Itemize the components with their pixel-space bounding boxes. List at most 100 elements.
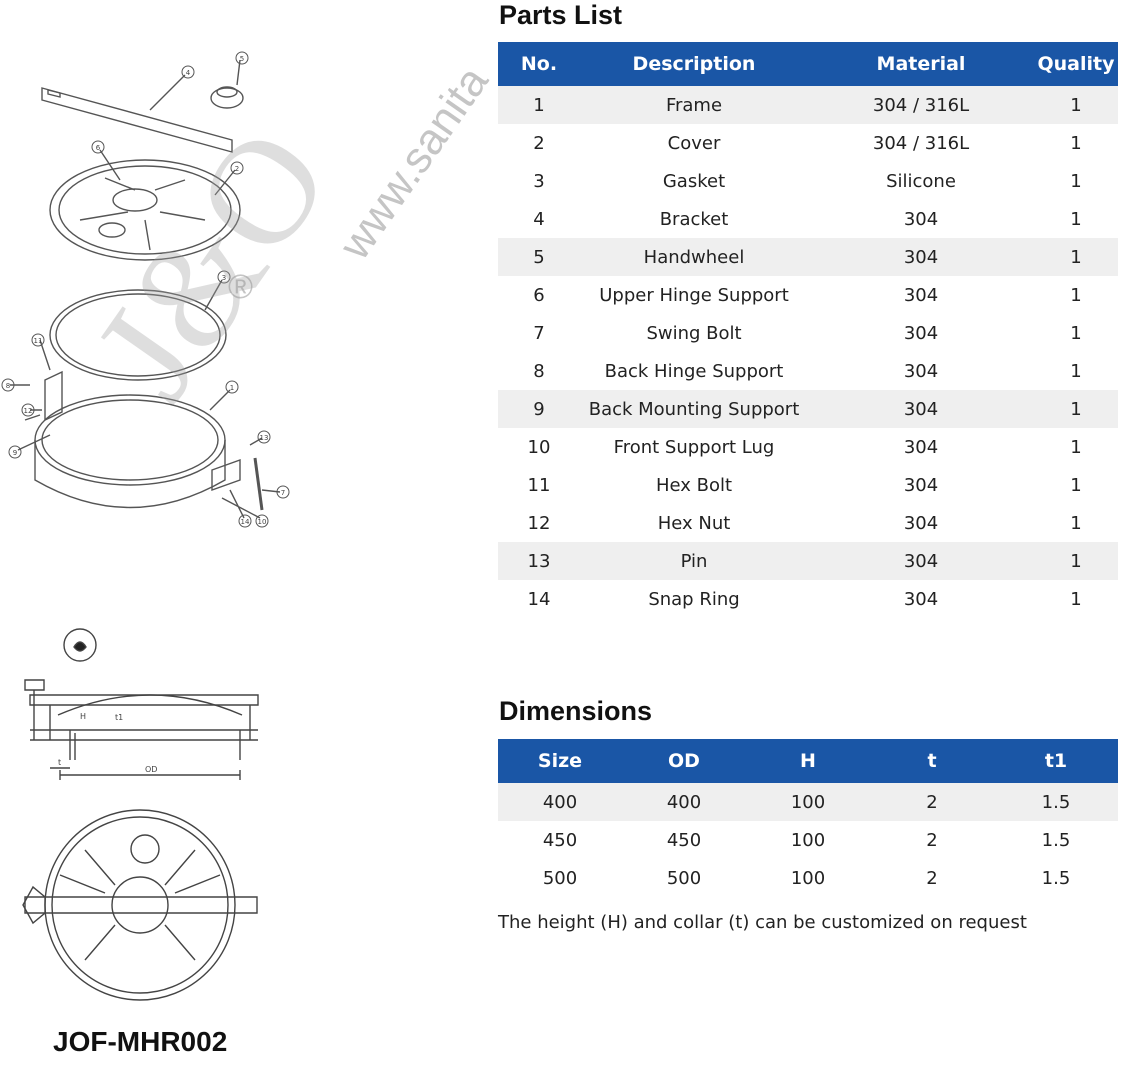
dim-header-t: t [870,739,994,783]
parts-cell: 304 [903,436,939,458]
parts-cell: 1 [498,86,580,124]
parts-row: 6 Upper Hinge Support 304 1 [498,276,1118,314]
parts-cell: Gasket [662,170,726,192]
parts-cell: 1 [1034,390,1118,428]
parts-cell: 304 [808,238,1034,276]
parts-cell: 1 [1070,512,1082,534]
parts-cell: 5 [498,238,580,276]
parts-header-quality: Quality [1034,42,1118,86]
dim-header-size: Size [498,739,622,783]
callout-label: 9 [13,449,17,457]
parts-cell: 10 [527,436,551,458]
callout-label: 6 [96,144,101,152]
callout-label: 13 [260,434,269,442]
dimension-label: t [58,758,61,767]
parts-cell: Frame [580,86,808,124]
dim-cell: 1.5 [1041,829,1071,851]
parts-cell: 6 [533,284,545,306]
dim-row: 500 500 100 2 1.5 [498,859,1118,897]
parts-cell: Hex Nut [657,512,731,534]
callout-label: 7 [281,489,285,497]
dim-cell: 2 [870,783,994,821]
parts-cell: 304 [903,284,939,306]
callout-label: 14 [241,518,250,526]
parts-cell: Upper Hinge Support [599,284,789,306]
callout-label: 3 [222,274,226,282]
parts-cell: 7 [533,322,545,344]
parts-cell: 9 [498,390,580,428]
callout-label: 4 [186,69,191,77]
parts-cell: Silicone [886,170,956,192]
callout-label: 10 [258,518,267,526]
parts-cell: 1 [1070,588,1082,610]
parts-cell: 11 [527,474,551,496]
parts-cell: 4 [533,208,545,230]
dim-cell: 100 [790,867,826,889]
dimension-label: t1 [115,713,123,722]
parts-cell: Back Mounting Support [580,390,808,428]
parts-list-title: Parts List [499,0,623,30]
parts-cell: 304 [808,390,1034,428]
callout-label: 12 [24,407,33,415]
dim-cell: 400 [622,783,746,821]
dim-cell: 500 [666,867,702,889]
dim-cell: 100 [790,829,826,851]
dimensions-title: Dimensions [499,696,653,726]
parts-cell: 1 [1070,360,1082,382]
dimension-label: H [80,712,86,721]
parts-cell: 304 [903,208,939,230]
parts-cell: 1 [1070,208,1082,230]
parts-cell: 1 [1034,86,1118,124]
parts-cell: Pin [580,542,808,580]
parts-header-no: No. [498,42,580,86]
parts-cell: 14 [527,588,551,610]
parts-cell: 1 [1034,238,1118,276]
parts-cell: 304 [903,588,939,610]
parts-cell: 2 [533,132,545,154]
parts-cell: 304 / 316L [808,86,1034,124]
parts-cell: 3 [533,170,545,192]
parts-cell: 1 [1070,436,1082,458]
parts-cell: 12 [527,512,551,534]
callout-label: 11 [34,337,43,345]
parts-header-material: Material [808,42,1034,86]
top-view-drawing [22,809,258,1001]
parts-cell: 1 [1070,284,1082,306]
parts-cell: 304 [808,542,1034,580]
parts-cell: 304 [903,360,939,382]
dim-cell: 2 [926,867,938,889]
parts-cell: Bracket [659,208,729,230]
parts-cell: 304 [903,322,939,344]
parts-row: 4 Bracket 304 1 [498,200,1118,238]
parts-header-row: No. Description Material Quality [498,42,1118,86]
parts-cell: 304 / 316L [872,132,970,154]
dim-cell: 450 [666,829,702,851]
dimension-label: OD [145,765,157,774]
parts-cell: Hex Bolt [655,474,733,496]
dim-cell: 500 [542,867,578,889]
parts-cell: 1 [1034,542,1118,580]
dim-cell: 1.5 [1041,867,1071,889]
dim-header-t1: t1 [994,739,1118,783]
parts-cell: 1 [1070,474,1082,496]
customization-note: The height (H) and collar (t) can be cus… [498,912,1027,933]
parts-cell: 13 [498,542,580,580]
dim-header-od: OD [622,739,746,783]
parts-header-description: Description [580,42,808,86]
callout-label: 2 [235,165,239,173]
